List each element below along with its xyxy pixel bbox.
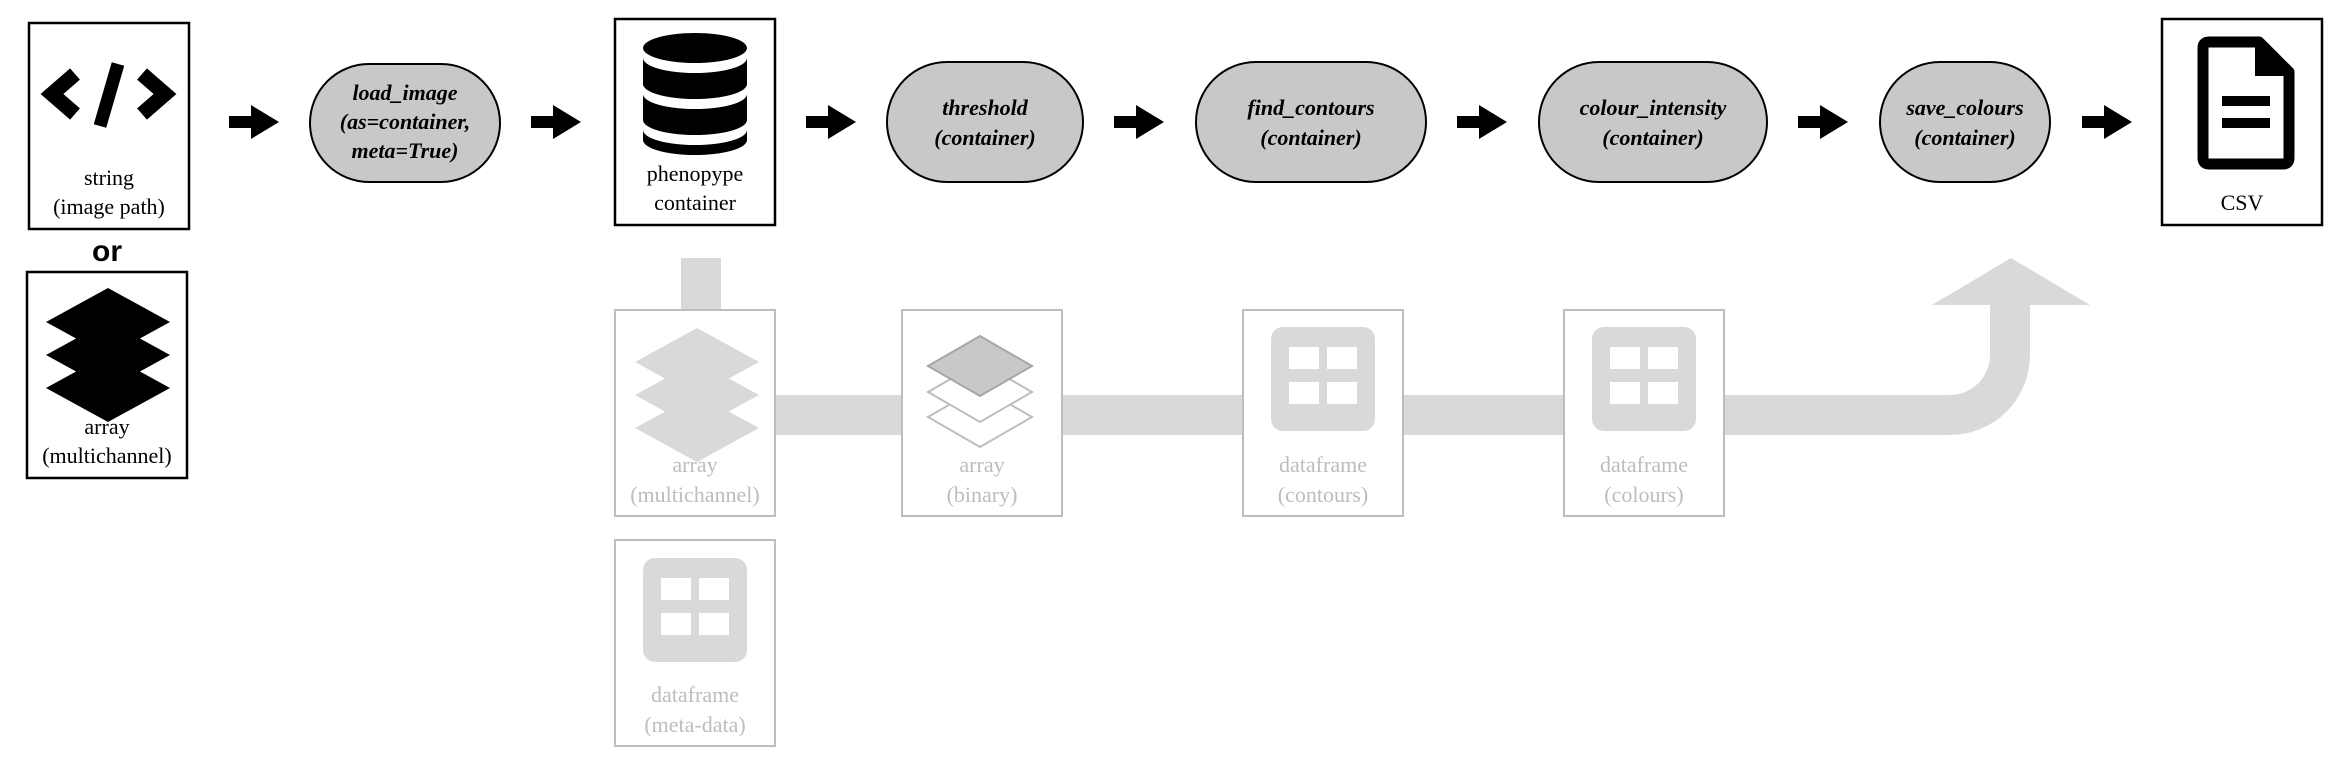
input-array-box: array (multichannel) — [25, 270, 189, 480]
database-icon — [643, 33, 747, 155]
file-icon — [2197, 36, 2295, 170]
arrow-icon — [1457, 105, 1507, 139]
content-colours-line2: (colours) — [1604, 482, 1683, 507]
arrow-icon — [1114, 105, 1164, 139]
table-icon — [1271, 327, 1375, 431]
content-meta-line2: (meta-data) — [644, 712, 745, 737]
function-colour-intensity: colour_intensity (container) — [1538, 61, 1768, 183]
phenopype-container-box: phenopype container — [613, 17, 777, 227]
csv-label: CSV — [2221, 190, 2264, 215]
load-image-line2: (as=container, — [340, 109, 471, 134]
content-contours-line1: dataframe — [1279, 452, 1367, 477]
content-colours-line1: dataframe — [1600, 452, 1688, 477]
table-icon — [643, 558, 747, 662]
input-array-line2: (multichannel) — [42, 443, 172, 468]
container-line2: container — [654, 190, 737, 215]
binary-layers-icon — [925, 334, 1035, 449]
or-label: or — [92, 235, 122, 268]
colour-intensity-line1: colour_intensity — [1580, 95, 1727, 120]
input-string-line2: (image path) — [53, 194, 165, 219]
find-contours-line1: find_contours — [1247, 95, 1374, 120]
container-line1: phenopype — [647, 161, 744, 186]
content-box-meta-data: dataframe (meta-data) — [614, 539, 776, 747]
content-multichannel-line1: array — [672, 452, 717, 477]
flow-curve — [1930, 305, 2030, 435]
csv-output-box: CSV — [2160, 17, 2324, 227]
arrow-icon — [806, 105, 856, 139]
code-icon — [40, 62, 177, 128]
input-string-box: string (image path) — [27, 21, 191, 231]
threshold-line1: threshold — [942, 95, 1029, 120]
function-find-contours: find_contours (container) — [1195, 61, 1427, 183]
content-box-colours: dataframe (colours) — [1563, 309, 1725, 517]
function-threshold: threshold (container) — [886, 61, 1084, 183]
find-contours-line2: (container) — [1260, 125, 1361, 150]
threshold-line2: (container) — [934, 125, 1035, 150]
content-binary-line1: array — [959, 452, 1004, 477]
arrow-icon — [1798, 105, 1848, 139]
arrow-icon — [531, 105, 581, 139]
content-multichannel-line2: (multichannel) — [630, 482, 760, 507]
arrow-icon — [229, 105, 279, 139]
content-box-contours: dataframe (contours) — [1242, 309, 1404, 517]
load-image-line1: load_image — [352, 80, 457, 105]
input-array-line1: array — [84, 414, 129, 439]
flow-stem — [681, 258, 721, 318]
arrow-icon — [2082, 105, 2132, 139]
content-meta-line1: dataframe — [651, 682, 739, 707]
load-image-line3: meta=True) — [351, 138, 458, 163]
content-box-binary: array (binary) — [901, 309, 1063, 517]
table-icon — [1592, 327, 1696, 431]
flow-arrowhead — [1932, 258, 2090, 305]
save-colours-line2: (container) — [1914, 125, 2015, 150]
content-box-multichannel: array (multichannel) — [614, 309, 776, 517]
input-string-line1: string — [84, 165, 134, 190]
colour-intensity-line2: (container) — [1602, 125, 1703, 150]
function-load-image: load_image (as=container, meta=True) — [309, 63, 501, 183]
content-contours-line2: (contours) — [1278, 482, 1368, 507]
function-save-colours: save_colours (container) — [1879, 61, 2051, 183]
content-binary-line2: (binary) — [947, 482, 1018, 507]
save-colours-line1: save_colours — [1905, 95, 2023, 120]
